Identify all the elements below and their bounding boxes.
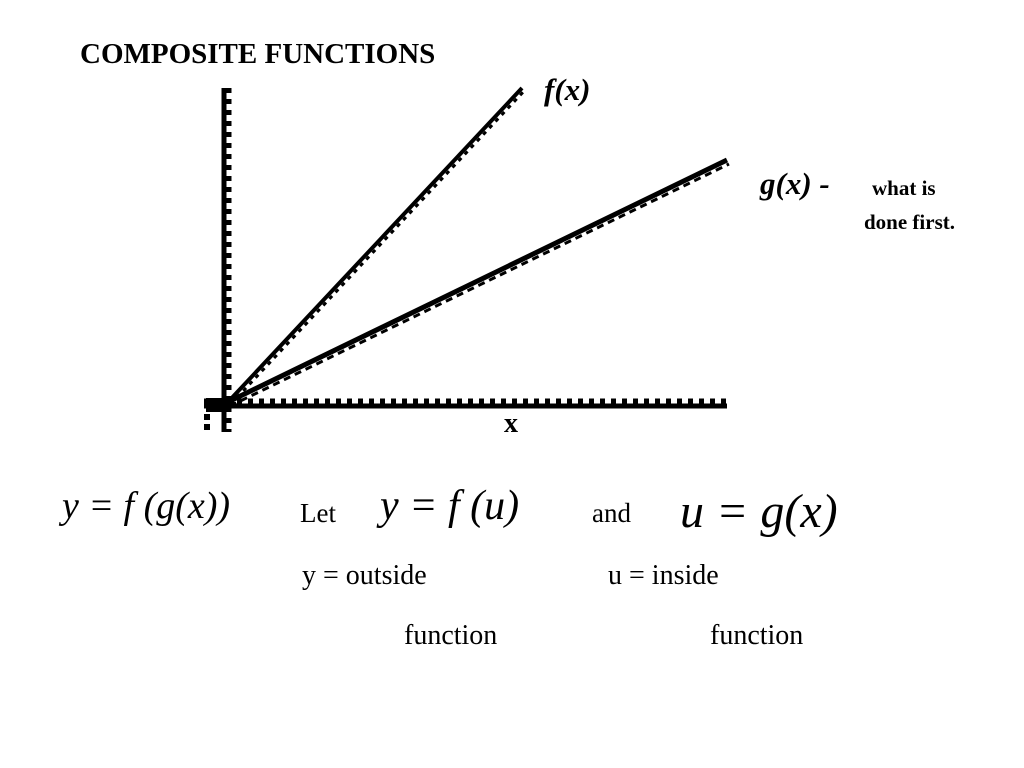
x-axis-label: x [504,408,518,439]
inside-description: u = inside [608,560,719,591]
f-label: f(x) [544,72,591,107]
outside-description-2: function [404,620,498,651]
outer-equation: y = f (u) [380,483,520,529]
inside-description-2: function [710,620,804,651]
composite-equation: y = f (g(x)) [62,485,231,527]
g-line [226,157,729,405]
g-note-line2: done first. [864,210,955,234]
g-line-steps [229,162,730,408]
g-label: g(x) - [760,166,830,201]
let-word: Let [300,498,336,528]
origin-mark [206,398,228,412]
origin-mark-2 [204,414,210,420]
outside-description: y = outside [302,560,427,591]
f-line [226,86,524,404]
origin-mark-3 [204,424,210,430]
inner-equation: u = g(x) [680,485,838,538]
and-word: and [592,498,631,528]
g-note-line1: what is [872,176,936,200]
page-title: COMPOSITE FUNCTIONS [80,38,436,70]
f-line-steps [229,88,527,406]
